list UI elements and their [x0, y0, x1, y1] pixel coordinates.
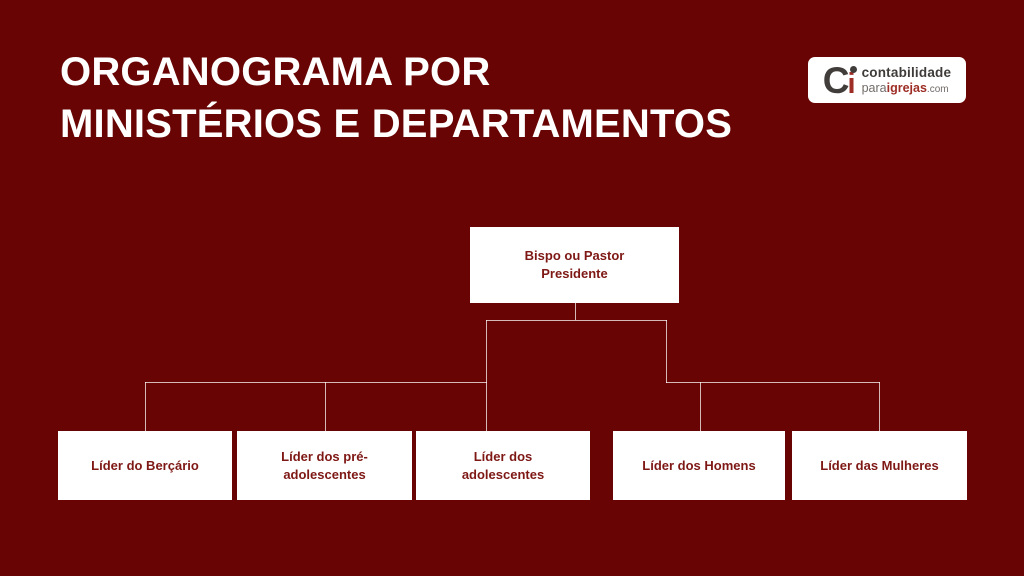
- connector-drop-pre-adolescentes: [325, 382, 326, 432]
- logo-letter-i: i: [847, 65, 857, 100]
- connector-right-horizontal: [666, 382, 880, 383]
- connector-left-drop-to-adolescentes: [486, 320, 487, 432]
- logo-text-contabilidade: contabilidade: [861, 64, 952, 80]
- logo-i-dot: [849, 65, 857, 73]
- logo-wordmark: contabilidade paraigrejas.com: [862, 65, 952, 95]
- connector-top-horizontal: [486, 320, 667, 321]
- org-node-pre-adolescentes: Líder dos pré- adolescentes: [237, 431, 412, 500]
- logo-text-paraigrejas: paraigrejas.com: [861, 80, 949, 95]
- connector-drop-bercario: [145, 382, 146, 432]
- ci-logo-icon: Ci: [822, 59, 857, 101]
- page-title-line1: ORGANOGRAMA POR: [60, 50, 491, 94]
- connector-left-horizontal: [145, 382, 487, 383]
- page-title: ORGANOGRAMA POR MINISTÉRIOS E DEPARTAMEN…: [60, 46, 732, 150]
- org-node-bercario: Líder do Berçário: [58, 431, 232, 500]
- connector-drop-homens: [700, 382, 701, 432]
- connector-right-drop: [666, 320, 667, 383]
- org-node-root: Bispo ou Pastor Presidente: [470, 227, 679, 303]
- org-node-homens: Líder dos Homens: [613, 431, 785, 500]
- org-node-adolescentes: Líder dos adolescentes: [416, 431, 590, 500]
- connector-drop-mulheres: [879, 382, 880, 432]
- brand-logo: Ci contabilidade paraigrejas.com: [808, 57, 966, 103]
- page-title-line2: MINISTÉRIOS E DEPARTAMENTOS: [60, 102, 733, 146]
- connector-root-stub: [575, 303, 576, 320]
- logo-letter-c: C: [822, 59, 850, 101]
- org-node-mulheres: Líder das Mulheres: [792, 431, 967, 500]
